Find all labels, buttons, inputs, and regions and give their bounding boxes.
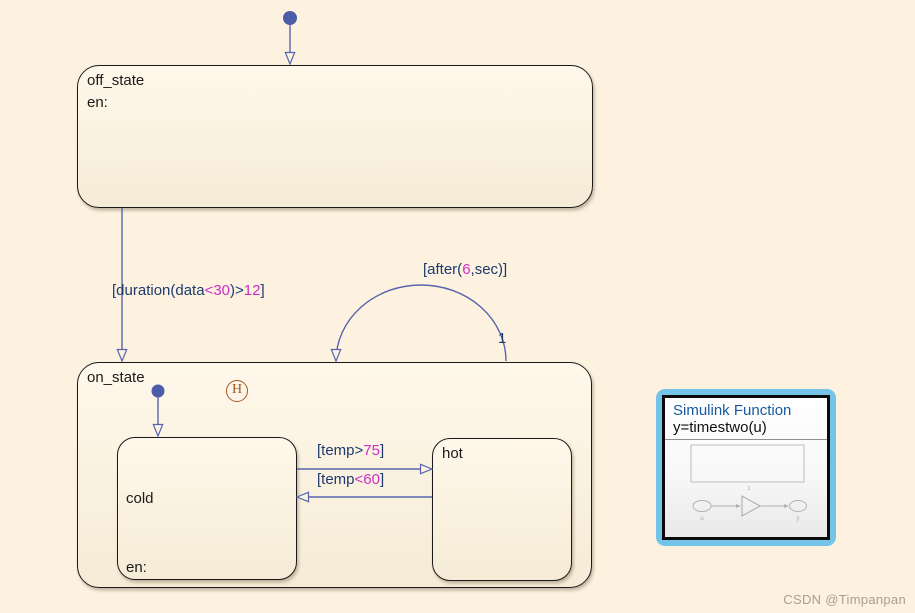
history-junction[interactable]: H: [226, 380, 248, 402]
state-off-state-title: off_state: [87, 72, 145, 89]
history-junction-label: H: [231, 382, 243, 397]
state-off-state-body: en:: [87, 94, 108, 111]
label-part: <30: [204, 282, 231, 299]
simulink-function-title: Simulink Function: [673, 402, 792, 419]
label-part: [duration(data: [112, 282, 205, 299]
thumbnail-sub-label: 1: [747, 486, 751, 492]
outport-icon: [789, 500, 807, 512]
arrowhead-icon: [736, 504, 741, 508]
label-part: [temp>: [317, 442, 364, 459]
state-off-state[interactable]: off_state en:: [77, 65, 593, 208]
transition-label-after[interactable]: [after(6,sec)]: [423, 261, 507, 278]
transition-hot-to-cold[interactable]: [295, 491, 432, 503]
transition-label-temp-to-hot[interactable]: [temp>75]: [317, 442, 384, 459]
transition-after-self-loop[interactable]: [330, 284, 507, 363]
arrowhead-icon: [116, 348, 128, 363]
thumbnail-outport-label: y: [797, 516, 800, 522]
thumbnail-inport-label: u: [700, 516, 703, 522]
state-cold[interactable]: cold en: du: x1 =timestwo(temp); x1 = x1…: [117, 437, 297, 580]
simulink-function-inner: Simulink Function y=timestwo(u) 1 u y: [662, 395, 830, 540]
state-cold-text: cold en: du: x1 =timestwo(temp); x1 = x1…: [118, 438, 296, 613]
inport-icon: [692, 500, 712, 512]
simulink-function-block[interactable]: Simulink Function y=timestwo(u) 1 u y: [656, 389, 836, 546]
transition-cold-to-hot[interactable]: [297, 463, 434, 475]
label-part: en:: [126, 559, 147, 576]
label-part: 75: [363, 442, 380, 459]
label-part: ]: [260, 282, 265, 299]
watermark: CSDN @Timpanpan: [783, 592, 906, 607]
arrowhead-icon: [419, 463, 434, 475]
arrowhead-icon: [330, 348, 342, 363]
default-transition-off-state[interactable]: [283, 11, 297, 66]
state-cold-line: en:: [126, 556, 288, 579]
simulink-function-thumbnail: 1 u y: [665, 440, 827, 534]
arrowhead-icon: [152, 423, 164, 438]
arrowhead-icon: [284, 51, 296, 66]
thumbnail-graphic: 1 u y: [690, 444, 807, 522]
default-transition-cold[interactable]: [151, 384, 165, 438]
simulink-function-signature: y=timestwo(u): [673, 419, 767, 436]
state-off-state-text: off_state en:: [78, 66, 592, 118]
state-on-state-title: on_state: [87, 369, 145, 386]
label-part: ]: [379, 471, 385, 488]
transition-label-duration[interactable]: [duration(data<30)>12]: [112, 282, 265, 299]
label-part: )>: [230, 282, 244, 299]
state-hot[interactable]: hot: [432, 438, 572, 581]
default-transition-dot[interactable]: [283, 11, 297, 25]
label-part: 12: [243, 282, 261, 299]
arrowhead-icon: [784, 504, 789, 508]
gain-icon: [741, 494, 762, 518]
label-part: <60: [354, 471, 380, 488]
default-transition-dot[interactable]: [151, 384, 165, 398]
arrowhead-icon: [295, 491, 310, 503]
transition-label-temp-to-cold[interactable]: [temp<60]: [317, 471, 384, 488]
transition-off-to-on[interactable]: [116, 208, 128, 363]
state-hot-title: hot: [442, 445, 463, 462]
label-part: ,sec)]: [470, 261, 508, 278]
state-cold-title: cold: [126, 490, 154, 507]
label-part: 6: [462, 261, 471, 278]
transition-priority-number[interactable]: 1: [498, 330, 507, 347]
divider: [665, 439, 827, 440]
label-part: [after(: [423, 261, 463, 278]
label-part: [temp: [317, 471, 355, 488]
label-part: ]: [379, 442, 385, 459]
